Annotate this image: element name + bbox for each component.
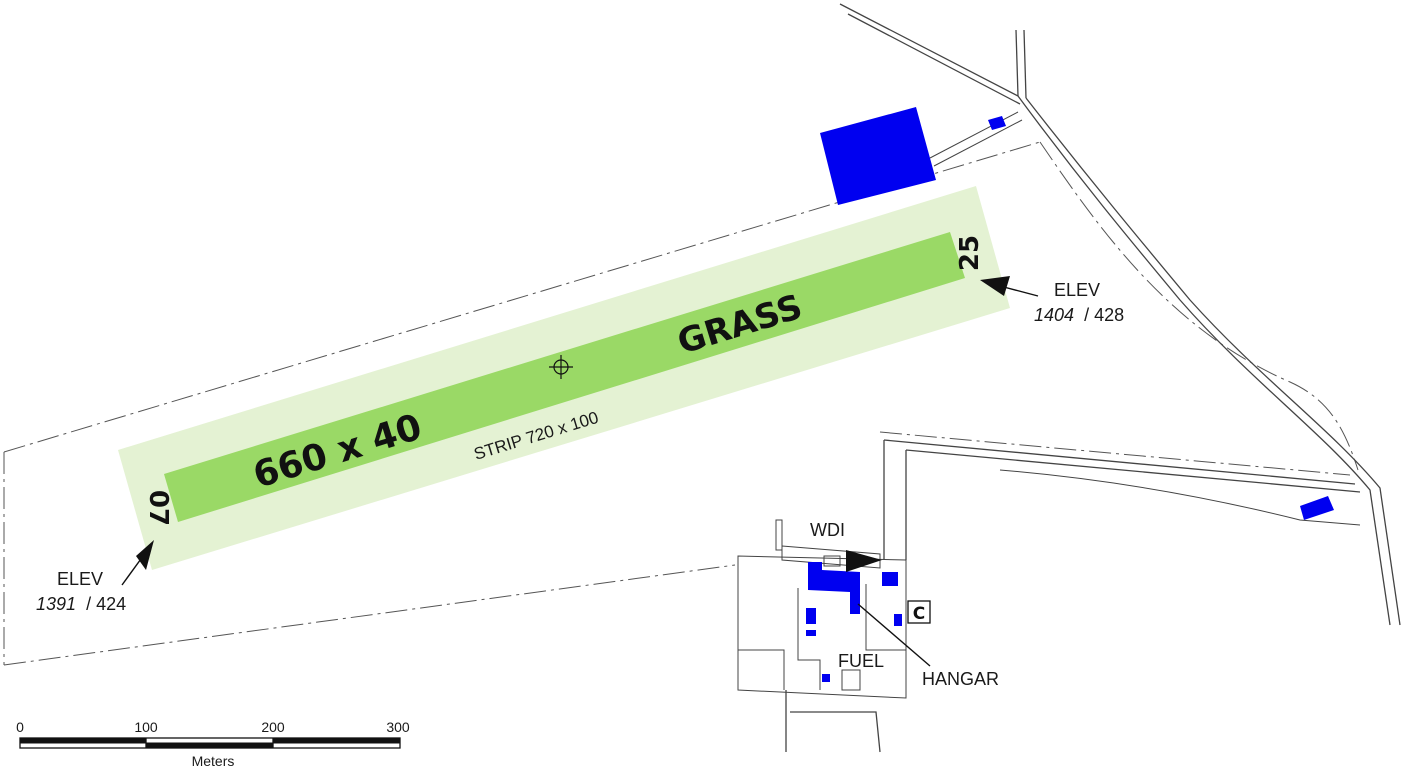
- building-small: [822, 674, 830, 682]
- large-building: [820, 107, 936, 205]
- building-small: [882, 572, 898, 586]
- hangar-label: HANGAR: [922, 669, 999, 689]
- scale-tick-200: 200: [261, 719, 285, 735]
- arrow-icon: [857, 603, 931, 667]
- hangar-building: [808, 562, 860, 614]
- small-building: [988, 116, 1006, 130]
- scale-unit: Meters: [192, 753, 235, 769]
- elev-east-feet: 1404: [1034, 305, 1074, 325]
- aerodrome-boundary: [3, 141, 1359, 666]
- building-small: [806, 630, 816, 636]
- wdi-label: WDI: [810, 520, 845, 540]
- elev-east-value: 1404 / 428: [1034, 305, 1124, 325]
- elev-west-meters: / 424: [86, 594, 126, 614]
- runway-strip: [118, 186, 1010, 570]
- building-small: [894, 614, 902, 626]
- scale-bar: 0 100 200 300 Meters: [16, 719, 410, 769]
- scale-tick-300: 300: [386, 719, 410, 735]
- runway-end-07: 07: [143, 490, 173, 526]
- customs-label: C: [913, 604, 925, 624]
- scale-tick-100: 100: [134, 719, 158, 735]
- customs-badge: C: [907, 600, 931, 624]
- arrow-icon: [980, 276, 1039, 297]
- elev-west-feet: 1391: [36, 594, 76, 614]
- arrow-icon: [121, 540, 154, 586]
- runway-end-25: 25: [955, 235, 985, 271]
- elev-east-label: ELEV: [1054, 280, 1100, 300]
- road-building: [1300, 496, 1334, 520]
- elev-west-value: 1391 / 424: [36, 594, 126, 614]
- runway-surface: [164, 232, 965, 522]
- buildings: [806, 107, 1334, 682]
- building-small: [806, 608, 816, 624]
- facility-area: [737, 519, 907, 699]
- elev-east-meters: / 428: [1084, 305, 1124, 325]
- aerodrome-reference-point-icon: [549, 355, 573, 379]
- wind-direction-indicator-icon: [846, 550, 882, 572]
- elev-west-label: ELEV: [57, 569, 103, 589]
- scale-tick-0: 0: [16, 719, 24, 735]
- fuel-label: FUEL: [838, 651, 884, 671]
- roads: [785, 3, 1401, 753]
